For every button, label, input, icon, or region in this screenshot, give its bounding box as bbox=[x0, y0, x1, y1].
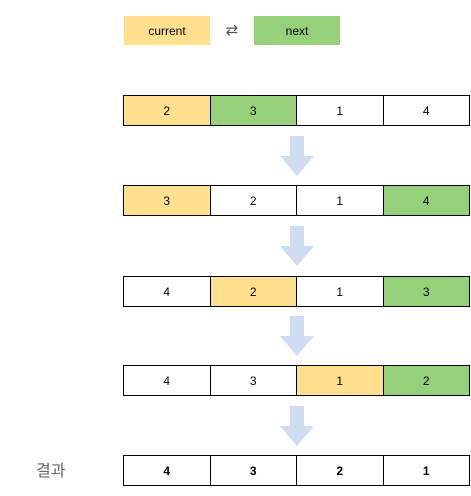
array-cell: 2 bbox=[210, 186, 297, 215]
array-cell: 2 bbox=[124, 96, 211, 125]
array-cell: 3 bbox=[210, 96, 297, 125]
array-cell: 4 bbox=[383, 186, 469, 215]
array-cell: 4 bbox=[124, 366, 211, 395]
array-cell: 3 bbox=[124, 186, 211, 215]
legend-current-box: current bbox=[124, 16, 210, 45]
array-cell: 1 bbox=[297, 366, 384, 395]
array-row-step-1: 2 3 1 4 bbox=[123, 95, 470, 126]
result-cell: 2 bbox=[297, 456, 384, 485]
result-cell: 4 bbox=[124, 456, 211, 485]
legend-current-label: current bbox=[148, 23, 186, 38]
down-arrow-icon bbox=[280, 316, 314, 356]
array-row-step-2: 3 2 1 4 bbox=[123, 185, 470, 216]
array-cell: 2 bbox=[383, 366, 469, 395]
array-cell: 2 bbox=[210, 277, 297, 306]
result-cell: 1 bbox=[422, 463, 430, 478]
array-cell: 4 bbox=[383, 96, 469, 125]
legend-next-label: next bbox=[285, 23, 309, 38]
array-row-step-3: 4 2 1 3 bbox=[123, 276, 470, 307]
array-row-step-4: 4 3 1 2 bbox=[123, 365, 470, 396]
legend-next-box: next bbox=[254, 16, 340, 45]
down-arrow-icon bbox=[280, 136, 314, 176]
result-label: 결과 bbox=[36, 461, 66, 480]
array-cell: 1 bbox=[297, 277, 384, 306]
down-arrow-icon bbox=[280, 406, 314, 446]
down-arrow-icon bbox=[280, 226, 314, 266]
swap-icon: ⇄ bbox=[225, 22, 239, 39]
result-cell: 3 bbox=[211, 456, 297, 485]
array-cell: 1 bbox=[297, 186, 384, 215]
array-cell: 3 bbox=[210, 366, 297, 395]
array-row-result: 4 3 2 1 bbox=[123, 455, 470, 486]
array-cell: 4 bbox=[124, 277, 211, 306]
array-cell: 1 bbox=[297, 96, 384, 125]
array-cell: 3 bbox=[383, 277, 469, 306]
